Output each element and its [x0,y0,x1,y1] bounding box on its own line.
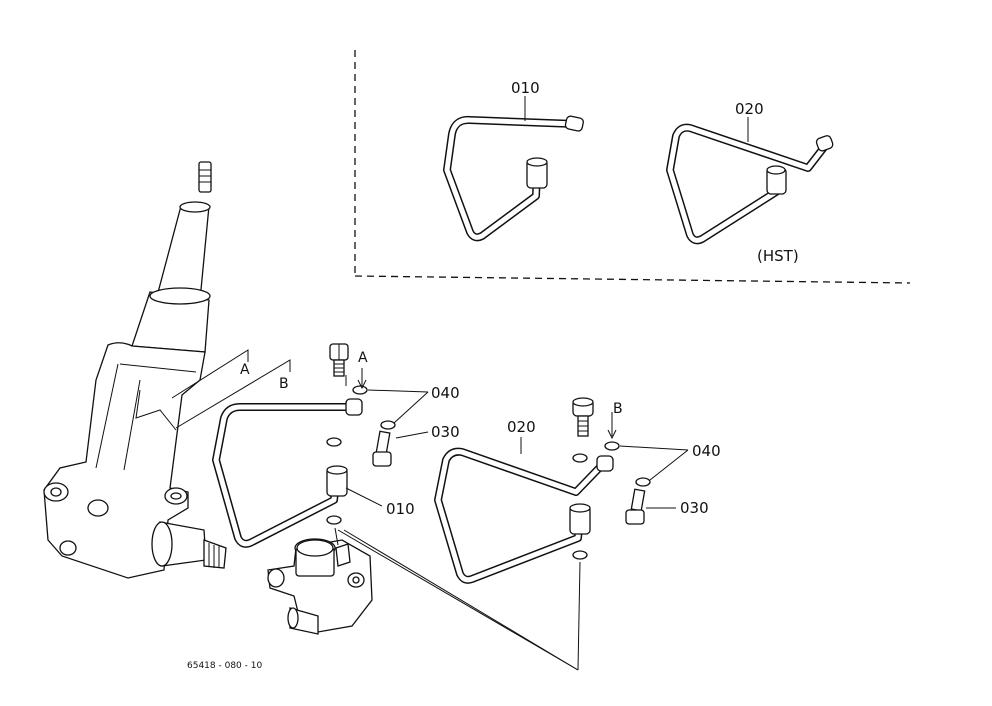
section-label-b-2: B [613,401,623,417]
label-040-left: 040 [431,384,460,402]
pipe-020 [434,447,614,584]
section-arrowhead-b [607,429,617,440]
label-040-right: 040 [692,442,721,460]
bolt-stack-right [572,397,651,560]
pipe-010 [212,398,363,548]
label-030-right: 030 [680,499,709,517]
label-030-left: 030 [431,423,460,441]
inset-pipe-010 [443,115,584,242]
bolt-stack-left [326,343,396,546]
inset-label-010: 010 [511,79,540,97]
drawing-code: 65418 - 080 - 10 [187,661,262,671]
leader-lines [337,389,689,671]
section-lines [171,349,291,429]
label-020: 020 [507,418,536,436]
inset-pipe-020 [666,123,834,245]
section-label-b-1: B [279,376,289,392]
label-010: 010 [386,500,415,518]
section-label-a-2: A [358,350,368,366]
inset-label-020: 020 [735,100,764,118]
steering-gearbox [43,161,227,579]
valve-block [267,538,373,635]
section-arrowhead-a [357,379,367,390]
inset-note-hst: (HST) [757,247,799,265]
section-label-a-1: A [240,362,250,378]
inset-frame [354,50,911,284]
